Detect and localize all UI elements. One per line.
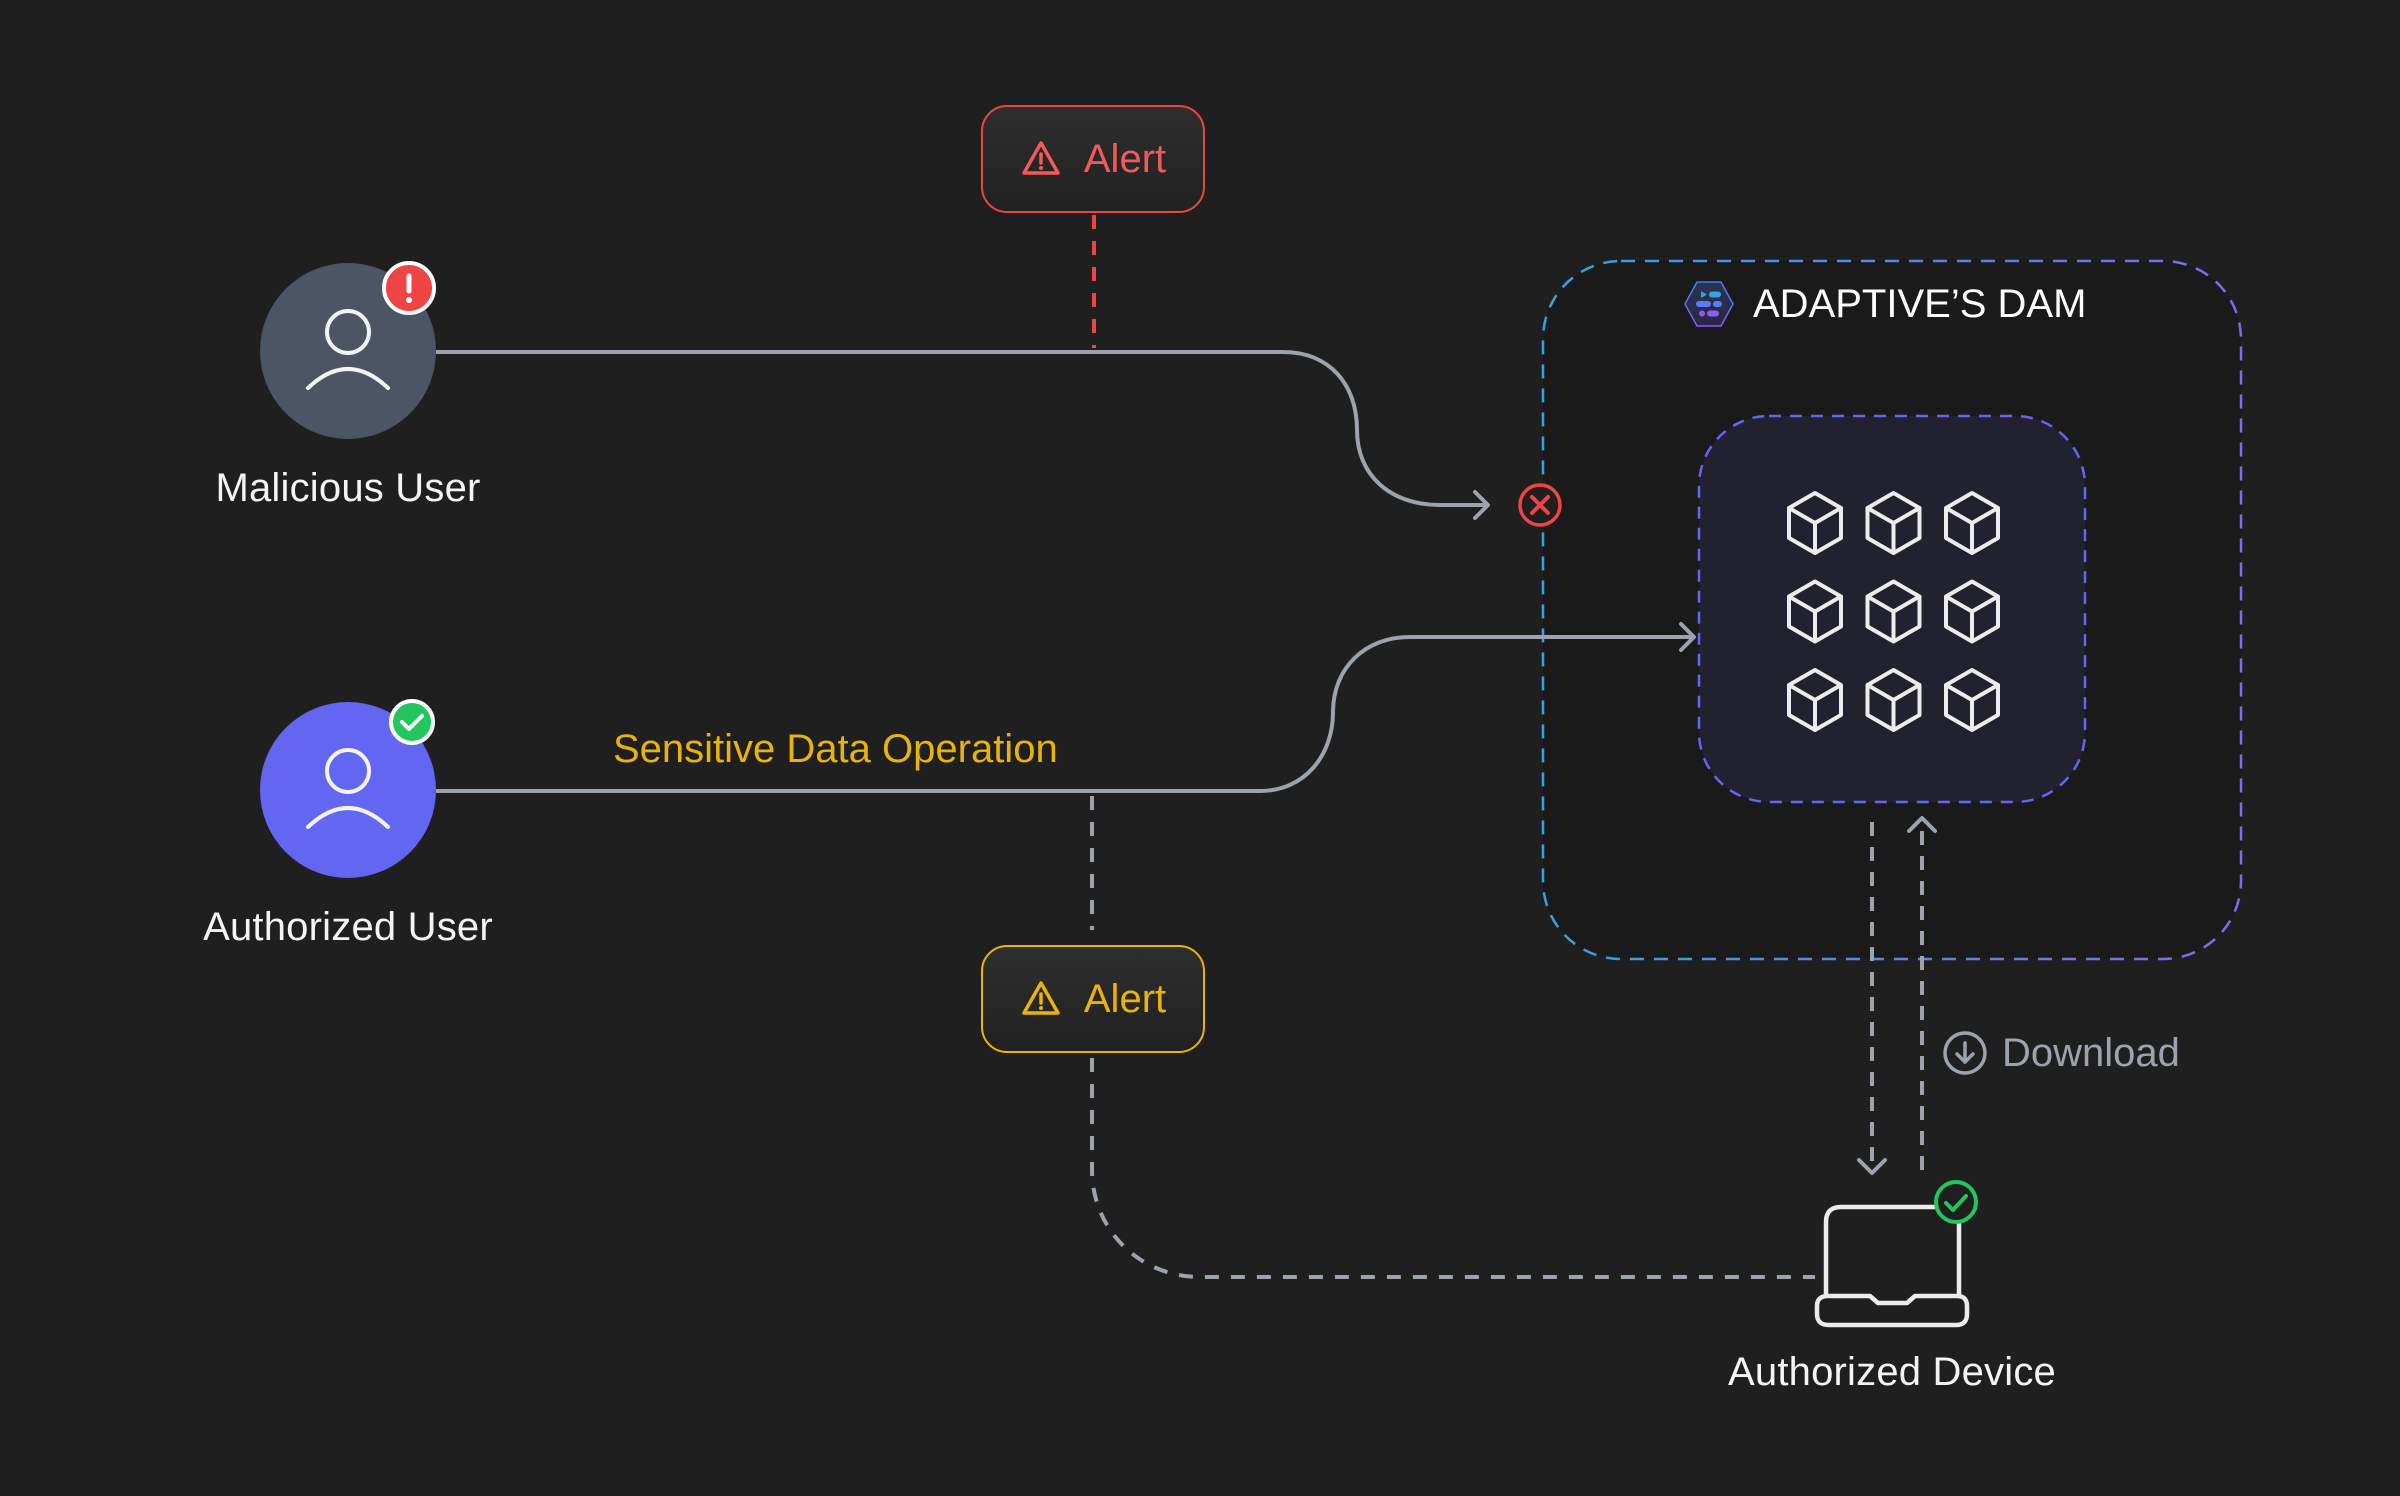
authorized-arrowhead <box>1679 622 1696 652</box>
warning-icon <box>1022 981 1060 1015</box>
sensitive-operation-label: Sensitive Data Operation <box>613 727 1058 771</box>
authorized-user-label: Authorized User <box>203 905 493 949</box>
authorized-user-avatar[interactable] <box>260 702 436 878</box>
authorized-device-label: Authorized Device <box>1727 1350 2057 1394</box>
top-alert-badge[interactable]: Alert <box>981 105 1205 213</box>
download-flow-label: Download <box>1942 1030 2180 1076</box>
warning-icon <box>1022 141 1060 175</box>
blocked-marker-x-circle-icon <box>1518 483 1562 527</box>
malicious-user-alert-badge-exclamation-icon <box>382 261 436 315</box>
malicious-connector <box>436 350 1488 507</box>
device-check-badge-icon <box>1934 1180 1978 1224</box>
malicious-arrowhead <box>1473 490 1490 520</box>
adaptive-logo-icon <box>1684 281 1734 327</box>
authorized-connector <box>436 635 1694 793</box>
to-device-arrowhead <box>1857 1158 1887 1175</box>
dam-header: ADAPTIVE’S DAM <box>1683 276 2086 332</box>
download-label: Download <box>2002 1030 2180 1075</box>
authorized-user-check-badge-icon <box>389 699 435 745</box>
bottom-alert-to-device-link <box>1090 1058 1815 1279</box>
top-alert-label: Alert <box>1083 136 1167 181</box>
download-icon <box>1943 1031 1987 1075</box>
bottom-alert-badge[interactable]: Alert <box>981 945 1205 1053</box>
dam-title: ADAPTIVE’S DAM <box>1753 281 2087 326</box>
laptop-icon[interactable] <box>1814 1204 1970 1328</box>
bottom-alert-label: Alert <box>1083 976 1167 1021</box>
malicious-user-label: Malicious User <box>215 466 481 510</box>
from-device-arrowhead <box>1907 816 1937 833</box>
